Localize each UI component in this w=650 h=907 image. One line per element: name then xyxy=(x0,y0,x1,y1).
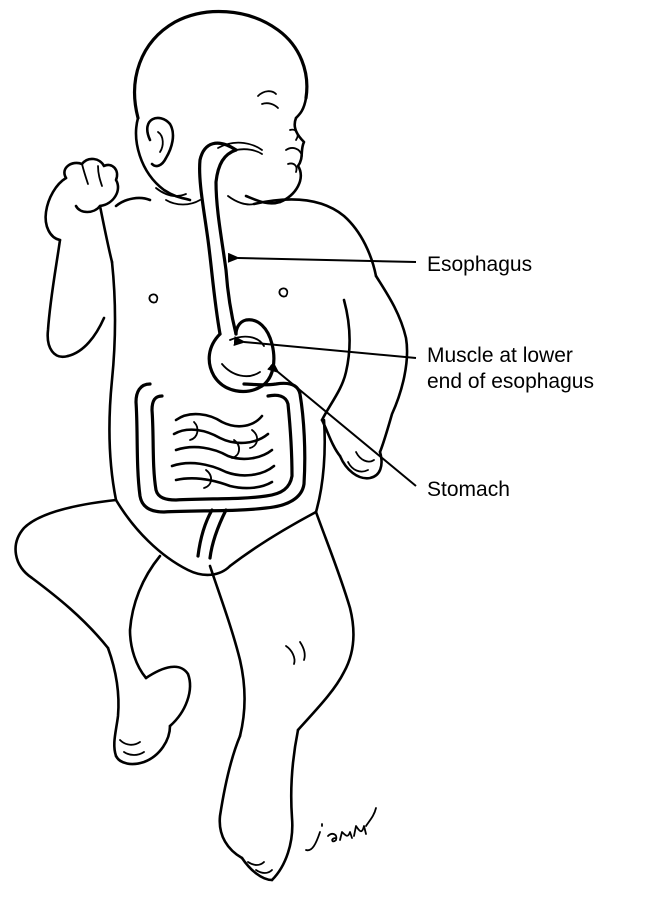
neck-creases xyxy=(156,188,254,205)
intestines xyxy=(136,383,305,512)
rectum xyxy=(198,510,226,558)
muscle-label-line-2: end of esophagus xyxy=(427,369,594,395)
baby-face xyxy=(218,91,302,172)
artist-signature xyxy=(306,808,376,850)
leader-esophagus xyxy=(238,258,416,262)
right-arm xyxy=(322,276,407,456)
stomach-label: Stomach xyxy=(427,477,510,503)
raised-fist xyxy=(46,159,118,240)
leader-muscle xyxy=(244,342,416,358)
esophagus-label: Esophagus xyxy=(427,252,532,278)
right-leg xyxy=(210,512,353,736)
leader-lines xyxy=(238,258,416,486)
right-foot xyxy=(220,730,298,880)
left-foot xyxy=(116,726,170,764)
torso-outline xyxy=(109,200,376,512)
left-leg xyxy=(16,500,190,756)
muscle-label: Muscle at lower end of esophagus xyxy=(427,343,594,395)
baby-ear xyxy=(147,118,173,166)
baby-head xyxy=(135,12,307,204)
nipples xyxy=(149,288,287,302)
muscle-label-line-1: Muscle at lower xyxy=(427,343,594,369)
right-hand xyxy=(340,452,382,478)
left-arm xyxy=(48,198,150,357)
esophagus xyxy=(200,143,262,334)
